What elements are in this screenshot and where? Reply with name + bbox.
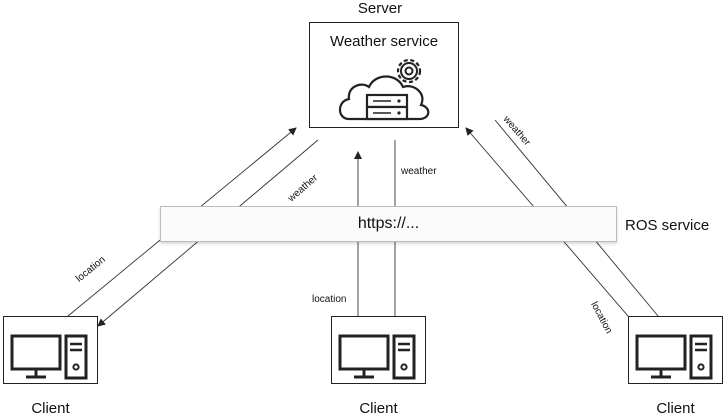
client-box-left [3,316,98,384]
client-label-center: Client [359,400,398,417]
client-box-center [331,316,426,384]
cloud-server-gear-icon [338,58,430,121]
weather-service-label: Weather service [329,33,439,50]
client-label-left: Client [31,400,70,417]
service-url: https://... [357,215,420,232]
center-location-label: location [312,294,347,305]
desktop-computer-icon [10,334,88,380]
desktop-computer-icon [338,334,416,380]
server-box: Weather service [309,22,459,128]
center-weather-label: weather [401,166,437,177]
client-box-right [628,316,723,384]
ros-service-bar: https://... [160,206,617,242]
ros-service-label: ROS service [625,217,710,234]
desktop-computer-icon [635,334,713,380]
client-label-right: Client [656,400,695,417]
server-title: Server [357,0,403,17]
